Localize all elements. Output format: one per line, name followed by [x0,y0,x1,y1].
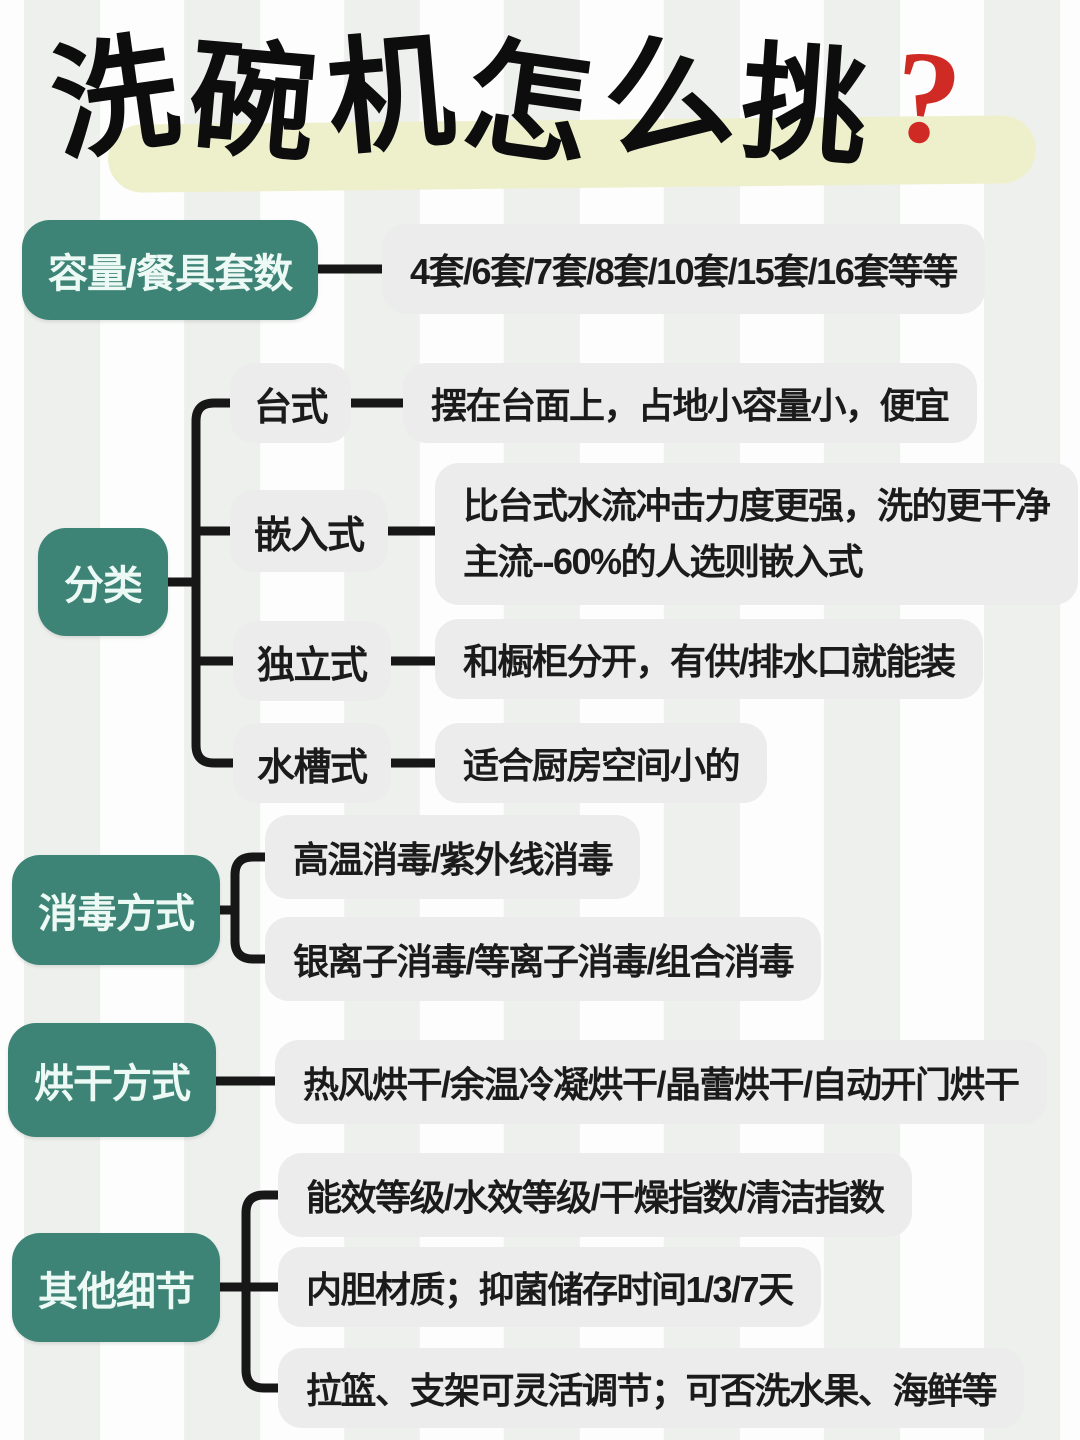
node-capacity: 容量/餐具套数 [22,220,319,320]
node-category-child-desc: 摆在台面上，占地小容量小，便宜 [403,363,977,443]
connector-disinfect-bracket [230,852,280,964]
node-category-child-label: 独立式 [233,621,391,701]
node-other: 其他细节 [12,1233,220,1342]
node-disinfect-item: 高温消毒/紫外线消毒 [265,815,641,899]
node-category-child-desc: 适合厨房空间小的 [435,723,768,803]
question-mark-icon: ? [886,20,968,175]
node-other-item: 能效等级/水效等级/干燥指数/清洁指数 [278,1153,912,1237]
node-category-child-desc: 比台式水流冲击力度更强，洗的更干净 主流--60%的人选则嵌入式 [435,463,1078,605]
connector-category-trunk [191,398,453,768]
page-title: 洗碗机怎么挑 ? [43,15,968,184]
node-capacity-value: 4套/6套/7套/8套/10套/15套/16套等等 [382,224,985,314]
title-char: 碗 [183,26,334,179]
node-disinfect-item: 银离子消毒/等离子消毒/组合消毒 [265,917,822,1001]
title-char: 怎 [455,25,613,184]
page-title-text: 洗碗机怎么挑 [43,15,884,184]
node-category-child-label: 水槽式 [233,723,391,803]
node-category: 分类 [38,528,168,636]
title-char: 么 [593,15,752,176]
node-category-child-label: 台式 [230,363,352,443]
node-drying-item: 热风烘干/余温冷凝烘干/晶蕾烘干/自动开门烘干 [275,1040,1047,1124]
title-char: 挑 [736,31,885,182]
node-disinfect: 消毒方式 [12,855,220,965]
title-char: 机 [321,18,472,171]
node-category-child-desc: 和橱柜分开，有供/排水口就能装 [435,619,983,699]
node-other-item: 内胆材质；抑菌储存时间1/3/7天 [278,1247,821,1327]
node-drying: 烘干方式 [8,1023,216,1137]
desc-line: 主流--60%的人选则嵌入式 [463,541,864,582]
title-char: 洗 [42,18,200,177]
node-category-child-label: 嵌入式 [230,490,388,572]
desc-line: 比台式水流冲击力度更强，洗的更干净 [463,485,1051,527]
node-other-item: 拉篮、支架可灵活调节；可否洗水果、海鲜等 [278,1348,1025,1428]
